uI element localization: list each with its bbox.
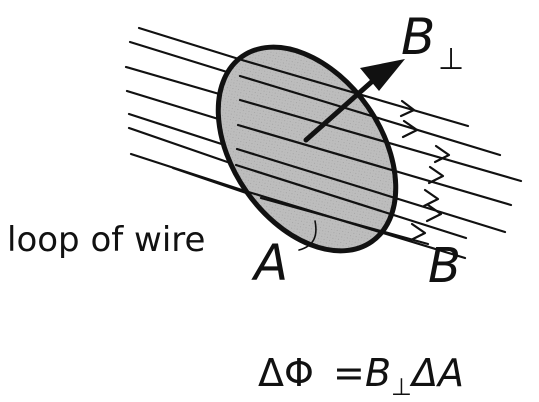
field-arrowhead-5 xyxy=(424,190,438,206)
field-arrowhead-7 xyxy=(411,224,425,240)
field-line-2 xyxy=(130,42,240,76)
perpendicular-field-label: B xyxy=(401,8,435,66)
formula-perpendicular-symbol: ⊥ xyxy=(391,373,412,401)
perpendicular-field-subscript: ⊥ xyxy=(438,42,464,77)
loop-of-wire-label: loop of wire xyxy=(7,220,205,260)
field-line-1 xyxy=(139,28,242,60)
formula-equals: = xyxy=(333,351,365,395)
flux-formula: ΔΦ = B ⊥ ΔA xyxy=(258,351,464,401)
field-label: B xyxy=(428,238,461,294)
formula-field: B xyxy=(365,351,391,395)
area-label: A xyxy=(251,234,288,292)
formula-delta-area: ΔA xyxy=(409,351,464,395)
field-arrowhead-2 xyxy=(403,121,417,137)
formula-delta-phi: ΔΦ xyxy=(258,351,314,395)
